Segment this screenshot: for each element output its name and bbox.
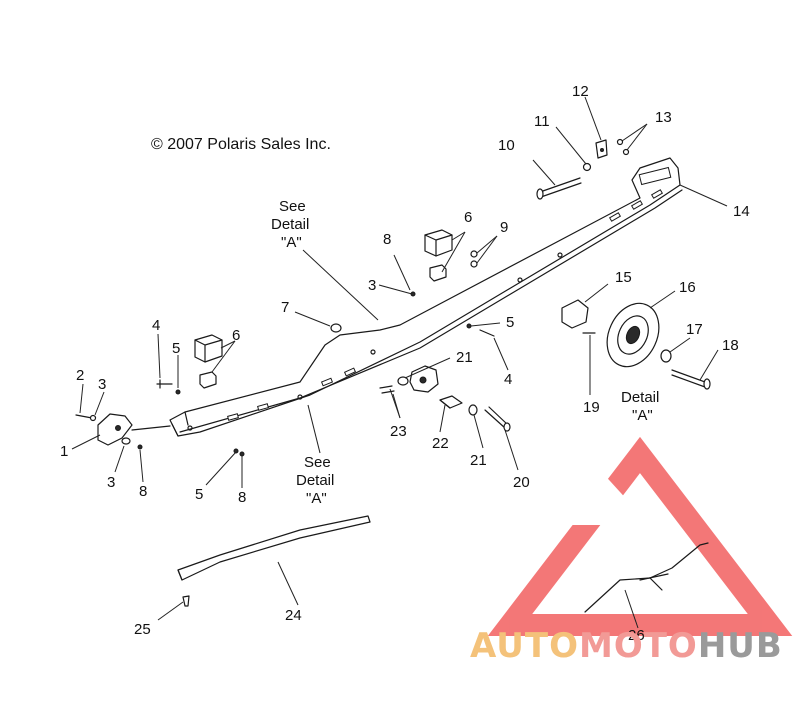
- callout-10: 10: [498, 137, 515, 154]
- callout-11: 11: [534, 113, 550, 130]
- see-detail-note-bottom: See Detail "A": [296, 454, 334, 507]
- svg-text:"A": "A": [306, 490, 327, 507]
- callout-6: 6: [464, 209, 472, 226]
- bolt-4-mid: [479, 329, 495, 337]
- callout-numbers: 1 2 3 3 3 4 4 5 5 5 6 6 7 8 8 8 9 10 11 …: [60, 83, 750, 644]
- washer-17: [660, 349, 672, 363]
- screw-25: [182, 595, 190, 607]
- idler-wheel-16: [606, 302, 660, 368]
- watermark-text: AUTOMOTOHUB: [470, 626, 783, 666]
- callout-5: 5: [195, 486, 203, 503]
- svg-text:Detail: Detail: [271, 216, 309, 233]
- callout-8: 8: [139, 483, 147, 500]
- callout-21: 21: [470, 452, 487, 469]
- callout-3: 3: [368, 277, 376, 294]
- callout-12: 12: [572, 83, 589, 100]
- detail-a-label: Detail "A": [621, 389, 659, 424]
- screw-13-a: [616, 138, 624, 146]
- leader-lines: [71, 96, 728, 629]
- callout-8: 8: [383, 231, 391, 248]
- callout-16: 16: [679, 279, 696, 296]
- callout-6: 6: [232, 327, 240, 344]
- callout-15: 15: [615, 269, 632, 286]
- callout-17: 17: [686, 321, 703, 338]
- callout-3: 3: [107, 474, 115, 491]
- bolt-10: [536, 177, 582, 200]
- screw-13-b: [622, 148, 630, 156]
- spacer-15: [561, 299, 589, 329]
- hyfax-slide-24: [177, 515, 371, 581]
- slide-rail: [169, 157, 683, 437]
- svg-text:See: See: [279, 198, 306, 215]
- callout-7: 7: [281, 299, 289, 316]
- callout-5: 5: [506, 314, 514, 331]
- nut-11: [582, 162, 592, 172]
- callout-14: 14: [733, 203, 750, 220]
- callout-9: 9: [500, 219, 508, 236]
- svg-text:Detail: Detail: [621, 389, 659, 406]
- nut-7: [330, 323, 342, 333]
- callout-4: 4: [152, 317, 160, 334]
- callout-18: 18: [722, 337, 739, 354]
- callout-1: 1: [60, 443, 68, 460]
- nut-5-left: [175, 389, 181, 395]
- wear-block-6-top: [424, 229, 453, 282]
- bolt-2: [75, 414, 93, 419]
- nut-9-b: [470, 260, 478, 268]
- washer-3: [121, 437, 131, 445]
- svg-text:Detail: Detail: [296, 472, 334, 489]
- callout-20: 20: [513, 474, 530, 491]
- rail-tip-block: [97, 413, 171, 446]
- callout-8: 8: [238, 489, 246, 506]
- callout-23: 23: [390, 423, 407, 440]
- callout-13: 13: [655, 109, 672, 126]
- nut-9-a: [470, 250, 478, 258]
- wheel-hub-assembly: [397, 365, 511, 432]
- callout-5: 5: [172, 340, 180, 357]
- nut-8-left: [137, 444, 143, 450]
- svg-text:"A": "A": [281, 234, 302, 251]
- svg-text:"A": "A": [632, 407, 653, 424]
- callout-22: 22: [432, 435, 449, 452]
- copyright-text: © 2007 Polaris Sales Inc.: [151, 136, 331, 153]
- callout-24: 24: [285, 607, 302, 624]
- tool-26: [584, 542, 709, 613]
- callout-2: 2: [76, 367, 84, 384]
- watermark-logo: [487, 436, 793, 636]
- callout-25: 25: [134, 621, 151, 638]
- see-detail-note-top: See Detail "A": [271, 198, 309, 251]
- svg-text:See: See: [304, 454, 331, 471]
- callout-19: 19: [583, 399, 600, 416]
- callout-3: 3: [98, 376, 106, 393]
- nut-5-mid: [466, 323, 472, 329]
- callout-26: 26: [628, 627, 645, 644]
- callout-21: 21: [456, 349, 473, 366]
- callout-4: 4: [504, 371, 512, 388]
- wear-block-6-left: [194, 334, 223, 389]
- bolt-18: [671, 369, 711, 390]
